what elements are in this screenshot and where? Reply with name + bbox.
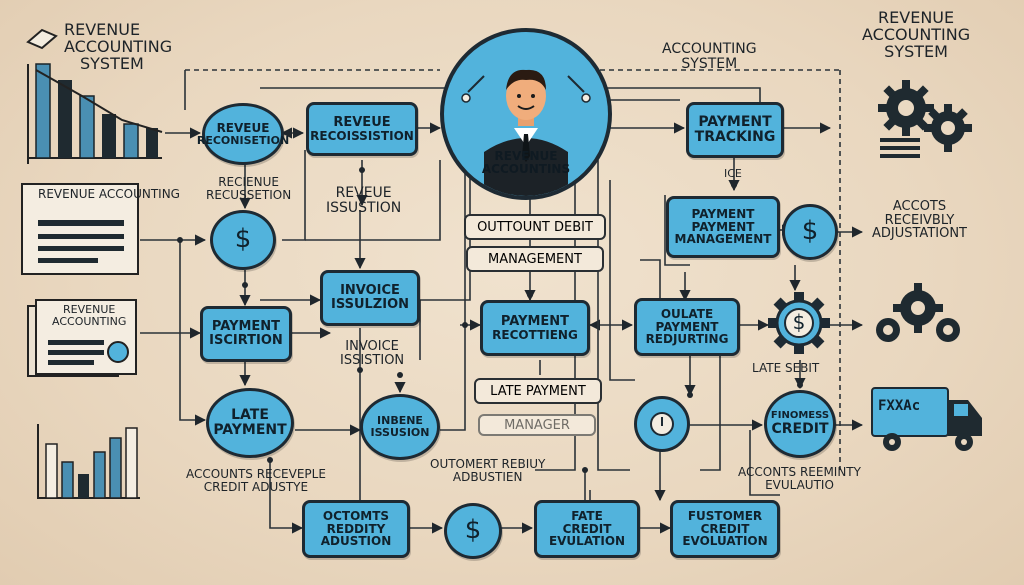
node-dollar-1[interactable]: $ [210,210,276,270]
gears-icon [878,80,972,158]
hub-label-line1: REVENUE [494,149,558,163]
person-avatar-icon [461,69,591,196]
node-dollar-2[interactable]: $ [444,503,502,559]
revenue-accounting-hub[interactable]: REVENUE ACCOUNTINS [440,28,612,200]
label-late-sebit: LATE SEBIT [752,361,820,375]
bar-chart-icon [26,28,163,164]
hub-label-line2: ACCOUNTINS [481,162,571,177]
pill-late-payment[interactable]: LATE PAYMENT [474,378,602,404]
truck-icon: FXXAc [868,384,992,456]
pill-management[interactable]: MANAGEMENT [466,246,604,272]
document-icon [21,183,139,275]
pill-manager[interactable]: MANAGER [478,414,596,436]
gears-small-icon [876,283,960,342]
doc-label-revenue-accounting: REVENUE ACCOUNTING [38,187,180,201]
clock-icon [650,412,674,436]
node-timer[interactable] [634,396,690,452]
node-dollar-3[interactable]: $ [782,204,838,260]
node-dollar-gear[interactable]: $ [768,292,830,354]
document-stack-icon [27,299,137,377]
truck-label: FXXAc [878,398,921,414]
label-ice: ICE [724,167,742,180]
pill-outtount-debit[interactable]: OUTTOUNT DEBIT [464,214,606,240]
gear-icon [768,292,830,354]
gear-dollar-sign: $ [792,310,806,334]
bar-chart-small-icon [37,424,140,499]
